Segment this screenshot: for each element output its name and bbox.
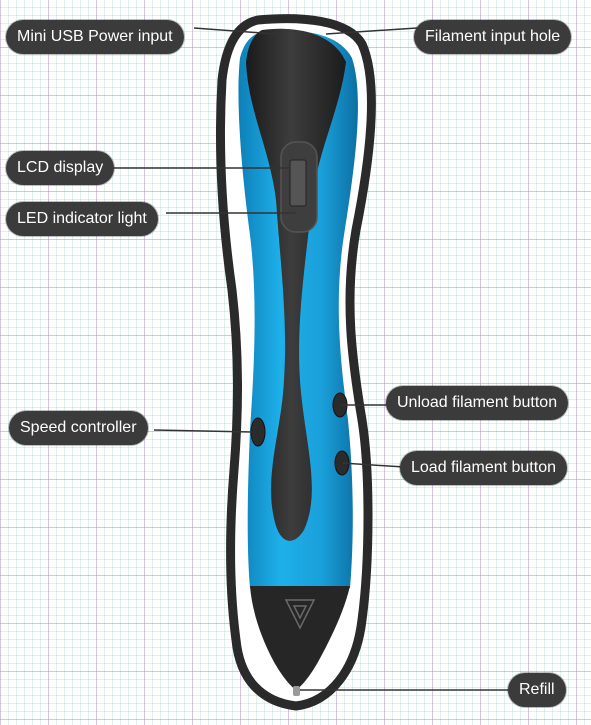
label-mini-usb-power-input: Mini USB Power input [6,20,184,54]
leader-mini-usb [193,27,277,35]
speed-controller-knob [250,417,266,447]
leader-load [341,462,405,468]
label-speed-controller: Speed controller [9,411,148,445]
label-refill: Refill [508,673,566,707]
lcd-screen [289,159,307,207]
pen-nozzle [250,586,350,690]
pen-dark-strip [246,28,346,541]
label-lcd-display: LCD display [6,151,115,185]
label-led-indicator-light: LED indicator light [6,202,158,236]
label-unload-filament-button: Unload filament button [386,386,569,420]
label-load-filament-button: Load filament button [400,451,567,485]
nozzle-logo-icon [284,599,316,630]
label-filament-input-hole: Filament input hole [414,20,572,54]
leader-speed [153,429,253,433]
nozzle-tip [293,686,300,696]
leader-filament-hole [325,27,418,35]
